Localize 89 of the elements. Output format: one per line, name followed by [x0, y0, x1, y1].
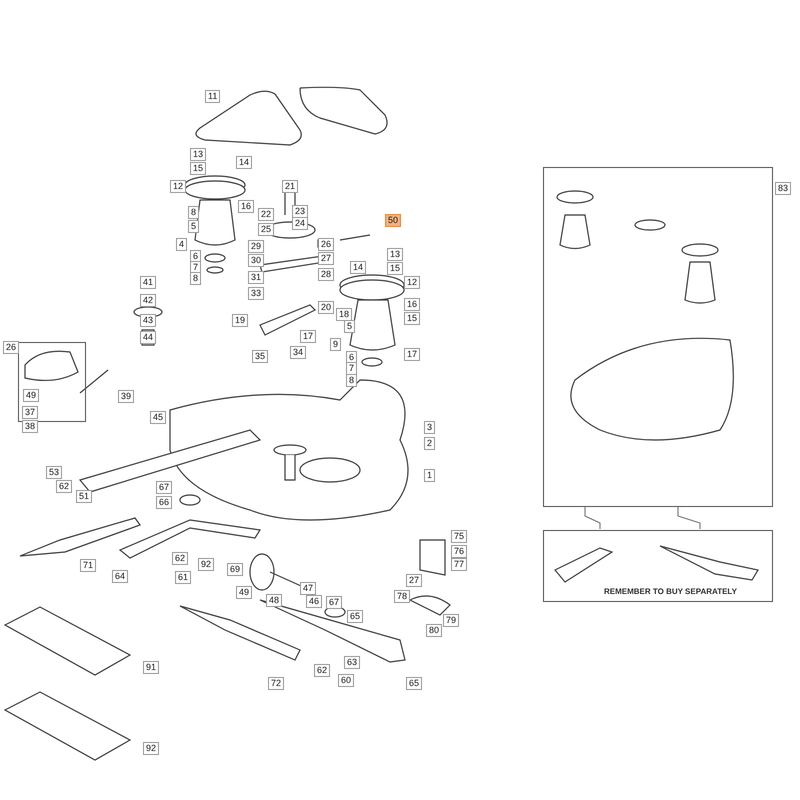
- callout-number: 30: [248, 254, 264, 267]
- callout-number: 33: [248, 287, 264, 300]
- callout-number: 46: [306, 595, 322, 608]
- callout-number: 9: [330, 338, 342, 351]
- callout-number: 15: [404, 312, 420, 325]
- callout-number: 71: [80, 559, 96, 572]
- callout-number: 83: [775, 182, 792, 195]
- callout-number: 44: [140, 331, 156, 344]
- assembly-panel: [543, 530, 773, 602]
- callout-number: 12: [404, 276, 420, 289]
- callout-number: 14: [350, 261, 366, 274]
- callout-number: 29: [248, 240, 264, 253]
- callout-number: 53: [46, 466, 62, 479]
- callout-number: 50: [385, 214, 402, 227]
- callout-number: 15: [387, 262, 404, 275]
- callout-number: 5: [344, 320, 356, 333]
- callout-number: 48: [266, 594, 282, 607]
- callout-number: 80: [426, 624, 442, 637]
- callout-number: 49: [23, 389, 40, 402]
- callout-number: 49: [236, 586, 252, 599]
- callout-number: 8: [188, 206, 200, 219]
- callout-number: 62: [314, 664, 330, 677]
- callout-number: 75: [451, 530, 468, 543]
- callout-number: 37: [22, 406, 38, 419]
- callout-number: 15: [190, 162, 206, 175]
- callout-number: 5: [188, 220, 200, 233]
- callout-number: 7: [346, 362, 358, 375]
- callout-number: 43: [140, 314, 156, 327]
- callout-number: 76: [451, 545, 468, 558]
- callout-number: 23: [292, 205, 308, 218]
- callout-number: 78: [394, 590, 410, 603]
- callout-number: 62: [172, 552, 188, 565]
- callout-number: 92: [143, 742, 160, 755]
- callout-number: 62: [56, 480, 72, 493]
- callout-number: 66: [156, 496, 172, 509]
- callout-number: 42: [140, 294, 156, 307]
- callout-number: 92: [198, 558, 214, 571]
- callout-number: 2: [424, 437, 436, 450]
- callout-number: 28: [318, 268, 334, 281]
- callout-number: 63: [344, 656, 360, 669]
- callout-number: 79: [443, 614, 460, 627]
- callout-number: 26: [3, 341, 20, 354]
- callout-number: 35: [252, 350, 268, 363]
- callout-number: 25: [258, 223, 274, 236]
- note-text: REMEMBER TO BUY SEPARATELY: [604, 587, 737, 596]
- callout-number: 21: [282, 180, 298, 193]
- callout-number: 38: [22, 420, 38, 433]
- callout-number: 8: [190, 272, 202, 285]
- callout-number: 67: [156, 481, 172, 494]
- callout-number: 61: [175, 571, 192, 584]
- callout-number: 19: [232, 314, 248, 327]
- callout-number: 47: [300, 582, 316, 595]
- callout-number: 77: [451, 558, 468, 571]
- callout-number: 60: [338, 674, 354, 687]
- callout-number: 13: [190, 148, 206, 161]
- callout-number: 26: [318, 238, 334, 251]
- callout-number: 3: [424, 421, 436, 434]
- callout-number: 13: [387, 248, 404, 261]
- callout-number: 39: [118, 390, 134, 403]
- callout-number: 27: [318, 252, 334, 265]
- callout-number: 65: [406, 677, 422, 690]
- callout-number: 1: [424, 469, 436, 482]
- callout-number: 14: [236, 156, 252, 169]
- callout-number: 41: [140, 276, 156, 289]
- callout-number: 69: [227, 563, 244, 576]
- callout-number: 18: [336, 308, 352, 321]
- callout-number: 17: [404, 348, 420, 361]
- connector-line: [678, 506, 700, 530]
- callout-number: 20: [318, 301, 334, 314]
- callout-number: 64: [112, 570, 128, 583]
- callout-number: 67: [326, 596, 342, 609]
- callout-number: 27: [406, 574, 422, 587]
- callout-number: 17: [300, 330, 316, 343]
- connector-line: [584, 506, 600, 530]
- callout-number: 72: [268, 677, 284, 690]
- callout-number: 11: [205, 90, 220, 103]
- callout-number: 31: [248, 271, 264, 284]
- callout-number: 16: [404, 298, 420, 311]
- callout-number: 22: [258, 208, 274, 221]
- callout-number: 34: [290, 346, 306, 359]
- callout-number: 91: [143, 661, 160, 674]
- callout-number: 45: [150, 411, 166, 424]
- callout-number: 4: [176, 238, 188, 251]
- callout-number: 65: [347, 610, 364, 623]
- callout-number: 24: [292, 217, 308, 230]
- callout-number: 12: [170, 180, 186, 193]
- callout-number: 51: [76, 490, 92, 503]
- callout-number: 8: [346, 374, 358, 387]
- callout-number: 16: [238, 200, 254, 213]
